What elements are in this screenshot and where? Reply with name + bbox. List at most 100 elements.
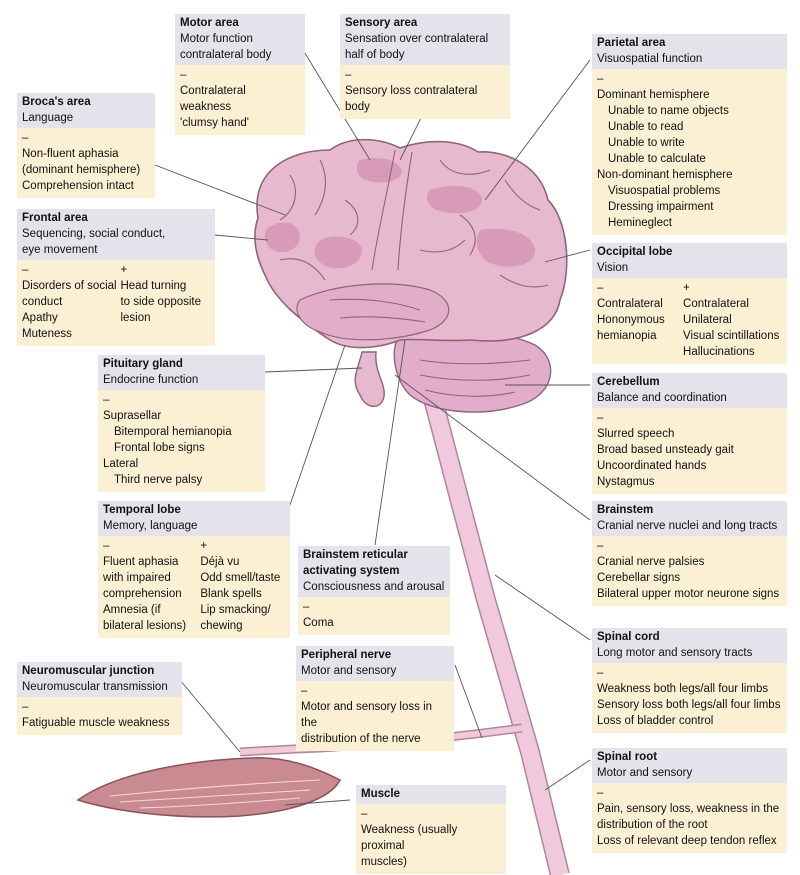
temporal-lobe-title: Temporal lobe [103, 504, 181, 516]
finding-text: Blank spells [200, 588, 262, 600]
finding-text: Dominant hemisphere [597, 89, 710, 101]
negative-column: – Fluent aphasia with impaired comprehen… [103, 538, 200, 634]
reticular-system-title: Brainstem reticular [303, 549, 408, 561]
finding-text: Non-dominant hemisphere [597, 169, 733, 181]
finding-text: Sensory loss both legs/all four limbs [597, 699, 781, 711]
finding-text: Nystagmus [597, 476, 655, 488]
brainstem-header: Brainstem Cranial nerve nuclei and long … [592, 501, 787, 536]
finding-text: Broad based unsteady gait [597, 444, 734, 456]
positive-column: + Contralateral Unilateral Visual scinti… [683, 280, 782, 360]
pituitary-gland-title: Pituitary gland [103, 358, 183, 370]
finding-text: (dominant hemisphere) [22, 164, 141, 176]
motor-area-box: Motor area Motor function contralateral … [175, 14, 305, 135]
finding-text: Apathy [22, 312, 58, 324]
finding-text: Déjà vu [200, 556, 240, 568]
cerebellum-header: Cerebellum Balance and coordination [592, 373, 787, 408]
pituitary-gland-box: Pituitary gland Endocrine function – Sup… [98, 355, 265, 492]
spinal-root-box: Spinal root Motor and sensory – Pain, se… [592, 748, 787, 853]
neuromuscular-junction-function: Neuromuscular transmission [22, 681, 168, 693]
peripheral-nerve-title: Peripheral nerve [301, 649, 392, 661]
peripheral-nerve-box: Peripheral nerve Motor and sensory – Mot… [296, 646, 454, 751]
broca-area-findings: – Non-fluent aphasia (dominant hemispher… [17, 128, 155, 198]
finding-text: distribution of the root [597, 819, 708, 831]
pituitary-gland-function: Endocrine function [103, 374, 199, 386]
finding-text: lesion [120, 312, 151, 324]
reticular-system-function: Consciousness and arousal [303, 581, 445, 593]
finding-text: 'clumsy hand' [180, 117, 249, 129]
spinal-cord-box: Spinal cord Long motor and sensory tract… [592, 628, 787, 733]
finding-text: Unable to name objects [608, 105, 729, 117]
motor-area-title: Motor area [180, 17, 239, 29]
finding-text: Lip smacking/ [200, 604, 271, 616]
sensory-area-header: Sensory area Sensation over contralatera… [340, 14, 510, 65]
minus-sign: – [597, 667, 604, 679]
minus-sign: – [361, 808, 368, 820]
peripheral-nerve-findings: – Motor and sensory loss in the distribu… [296, 681, 454, 751]
peripheral-nerve-function: Motor and sensory [301, 665, 397, 677]
broca-area-title: Broca's area [22, 96, 91, 108]
temporal-lobe-function: Memory, language [103, 520, 198, 532]
pituitary-illustration [354, 351, 385, 408]
finding-text: Cerebellar signs [597, 572, 681, 584]
finding-text: Frontal lobe signs [114, 442, 205, 454]
plus-sign: + [120, 264, 128, 276]
minus-sign: – [22, 132, 29, 144]
brainstem-findings: – Cranial nerve palsies Cerebellar signs… [592, 536, 787, 606]
occipital-lobe-title: Occipital lobe [597, 246, 673, 258]
finding-text: Lateral [103, 458, 139, 470]
pituitary-gland-header: Pituitary gland Endocrine function [98, 355, 265, 390]
finding-text: Loss of relevant deep tendon reflex [597, 835, 777, 847]
temporal-lobe-findings: – Fluent aphasia with impaired comprehen… [98, 536, 290, 638]
parietal-area-title: Parietal area [597, 37, 666, 49]
spinal-cord-header: Spinal cord Long motor and sensory tract… [592, 628, 787, 663]
plus-sign: + [683, 282, 690, 294]
cerebellum-box: Cerebellum Balance and coordination – Sl… [592, 373, 787, 494]
finding-text: Hallucinations [683, 346, 755, 358]
sensory-area-function: half of body [345, 49, 405, 61]
finding-text: Third nerve palsy [114, 474, 203, 486]
minus-sign: – [103, 394, 110, 406]
spinal-cord-title: Spinal cord [597, 631, 660, 643]
minus-sign: – [597, 412, 604, 424]
brain-illustration [254, 138, 568, 397]
parietal-area-box: Parietal area Visuospatial function – Do… [592, 34, 787, 235]
finding-text: distribution of the nerve [301, 733, 421, 745]
occipital-lobe-header: Occipital lobe Vision [592, 243, 787, 278]
positive-column: + Déjà vu Odd smell/taste Blank spells L… [200, 538, 285, 634]
minus-sign: – [301, 685, 308, 697]
finding-text: Head turning [120, 280, 187, 292]
occipital-lobe-findings: – Contralateral Hononymous hemianopia + … [592, 278, 787, 364]
muscle-box: Muscle – Weakness (usually proximal musc… [356, 785, 506, 874]
finding-text: chewing [200, 620, 243, 632]
motor-area-function: Motor function [180, 33, 253, 45]
minus-sign: – [303, 601, 310, 613]
occipital-lobe-box: Occipital lobe Vision – Contralateral Ho… [592, 243, 787, 364]
negative-column: – Disorders of social conduct Apathy Mut… [22, 262, 120, 342]
cerebellum-function: Balance and coordination [597, 392, 727, 404]
parietal-area-function: Visuospatial function [597, 53, 703, 65]
reticular-system-findings: – Coma [298, 597, 450, 635]
finding-text: Uncoordinated hands [597, 460, 707, 472]
spinal-root-title: Spinal root [597, 751, 658, 763]
cerebellum-findings: – Slurred speech Broad based unsteady ga… [592, 408, 787, 494]
finding-text: comprehension [103, 588, 182, 600]
finding-text: Amnesia (if [103, 604, 161, 616]
broca-area-header: Broca's area Language [17, 93, 155, 128]
brainstem-title: Brainstem [597, 504, 654, 516]
sensory-area-box: Sensory area Sensation over contralatera… [340, 14, 510, 119]
finding-text: with impaired [103, 572, 171, 584]
muscle-illustration [76, 757, 342, 818]
reticular-system-box: Brainstem reticular activating system Co… [298, 546, 450, 635]
minus-sign: – [597, 540, 604, 552]
occipital-lobe-function: Vision [597, 262, 629, 274]
spinal-root-function: Motor and sensory [597, 767, 693, 779]
negative-column: – Contralateral Hononymous hemianopia [597, 280, 683, 360]
spinal-root-findings: – Pain, sensory loss, weakness in the di… [592, 783, 787, 853]
finding-text: Fatiguable muscle weakness [22, 717, 170, 729]
finding-text: Fluent aphasia [103, 556, 179, 568]
neuromuscular-junction-header: Neuromuscular junction Neuromuscular tra… [17, 662, 182, 697]
reticular-system-header: Brainstem reticular activating system Co… [298, 546, 450, 597]
finding-text: Unable to read [608, 121, 684, 133]
finding-text: Odd smell/taste [200, 572, 281, 584]
